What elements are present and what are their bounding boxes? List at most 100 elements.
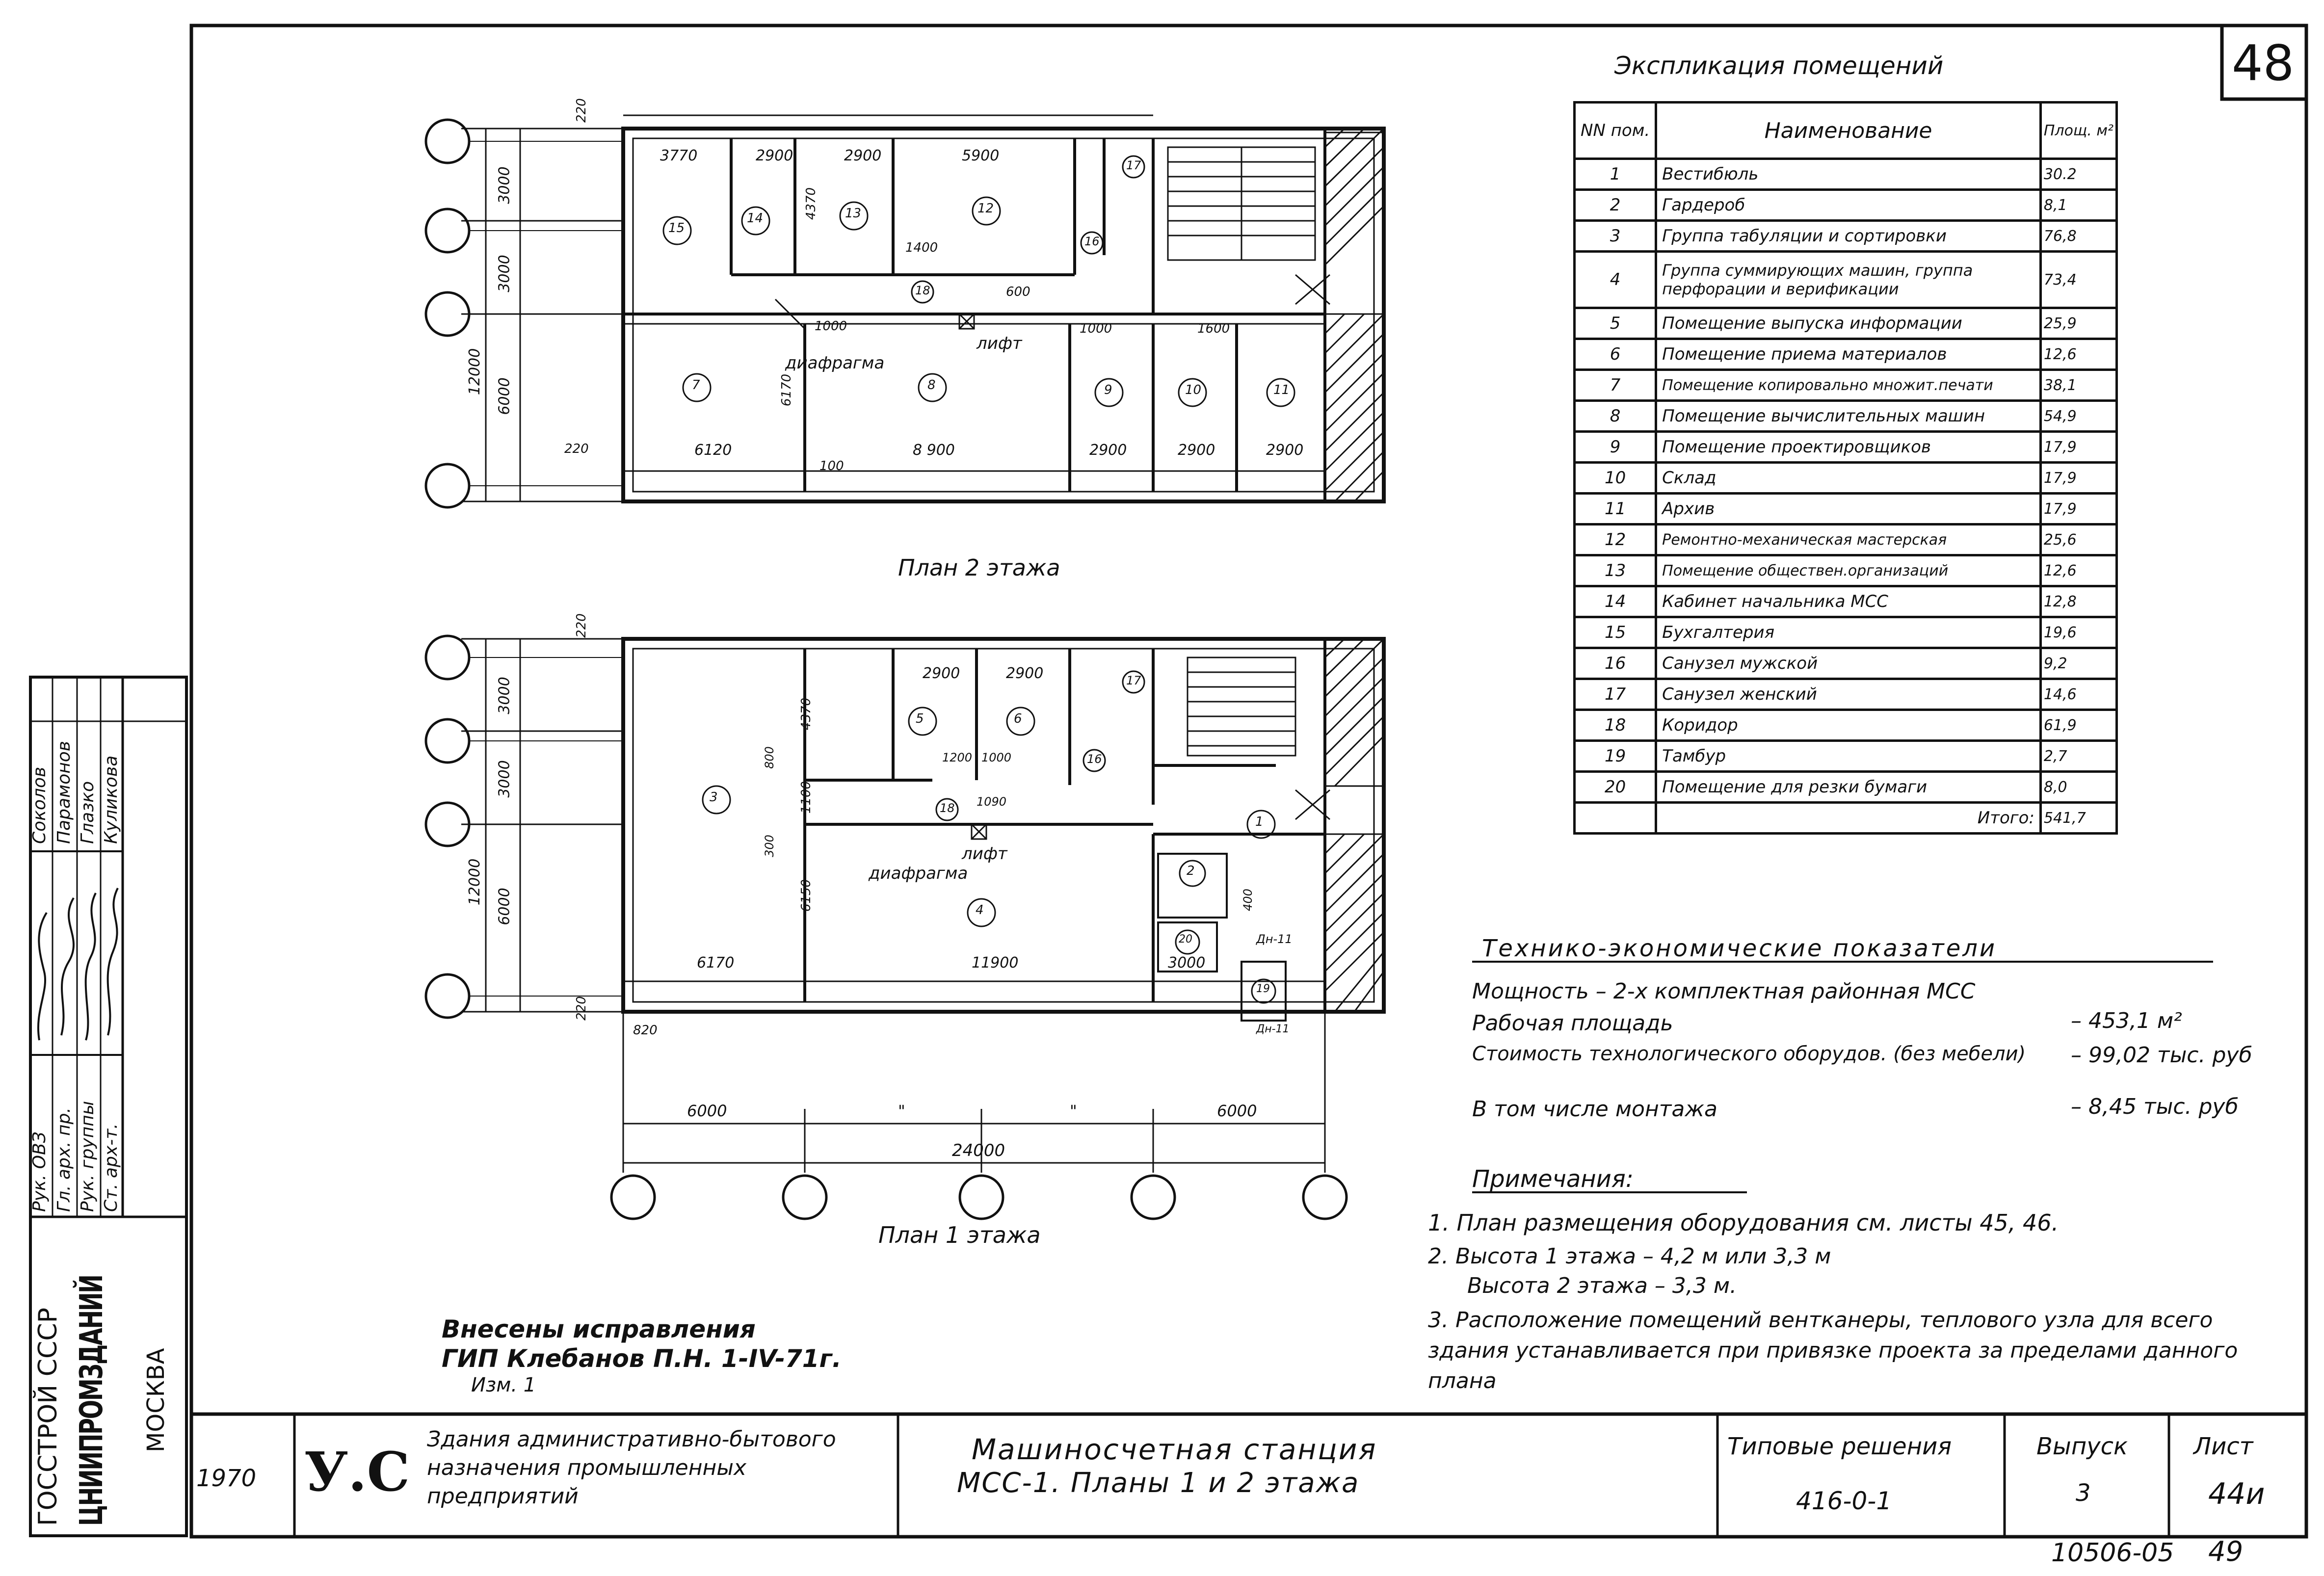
row-num: 12 [1573, 523, 1658, 556]
row-name: Тамбур [1655, 739, 2042, 773]
row-area: 8,0 [2039, 770, 2118, 804]
tech-row-label: В том числе монтажа [1472, 1097, 1717, 1122]
explication-header-row: NN пом. Наименование Площ. м² [1573, 101, 2118, 160]
plan-1-title: План 1 этажа [878, 1222, 1041, 1248]
row-num: 19 [1573, 739, 1658, 773]
row-name: Санузел мужской [1655, 647, 2042, 680]
row-num: 13 [1573, 554, 1658, 587]
row-num: 8 [1573, 399, 1658, 433]
p2-room-number: 11 [1273, 383, 1290, 397]
series-value: 416-0-1 [1796, 1487, 1892, 1515]
row-area: 73,4 [2039, 250, 2118, 309]
header-area: Площ. м² [2039, 101, 2118, 160]
p2-room-number: 12 [977, 201, 994, 216]
row-area: 17,9 [2039, 461, 2118, 495]
tech-row-label: Стоимость технологического оборудов. (бе… [1472, 1043, 2026, 1065]
p1-door-label: Дн-11 [1256, 932, 1293, 946]
p2-room-number: 7 [692, 378, 700, 393]
p2-lift-label: лифт [977, 334, 1022, 353]
row-area: 54,9 [2039, 399, 2118, 433]
total-label: Итого: [1655, 801, 2042, 835]
note-item: 3. Расположение помещений вентканеры, те… [1428, 1308, 2238, 1393]
p2-dim-bottom: 2900 [1089, 442, 1127, 459]
row-num: 17 [1573, 678, 1658, 711]
drawing-title-1: Машиносчетная станция [972, 1433, 1377, 1466]
series-label: Типовые решения [1727, 1433, 1952, 1460]
p2-dim-bottom: 8 900 [913, 442, 955, 459]
tech-indicators-title: Технико-экономические показатели [1482, 935, 1997, 962]
p2-room-number: 8 [927, 378, 936, 393]
p2-room-number: 18 [915, 284, 930, 297]
issue-value: 3 [2076, 1479, 2091, 1507]
drawing-title-2: МСС-1. Планы 1 и 2 этажа [957, 1467, 1360, 1499]
row-num: 5 [1573, 307, 1658, 340]
row-name: Помещение обществен.организаций [1655, 554, 2042, 587]
row-name: Группа табуляции и сортировки [1655, 219, 2042, 253]
plan-2-title: План 2 этажа [898, 554, 1060, 581]
row-num: 6 [1573, 338, 1658, 371]
issue-label: Выпуск [2036, 1433, 2128, 1460]
row-name: Бухгалтерия [1655, 616, 2042, 649]
row-area: 25,9 [2039, 307, 2118, 340]
p2-dim-left: 220 [564, 442, 589, 456]
p2-dim-bottom: 2900 [1266, 442, 1304, 459]
p2-room-number: 9 [1104, 383, 1112, 397]
p2-dim-top: 3770 [660, 147, 698, 164]
row-num: 1 [1573, 158, 1658, 191]
p1-room-number: 17 [1126, 674, 1141, 687]
footer-page: 49 [2208, 1536, 2244, 1568]
row-num: 14 [1573, 585, 1658, 618]
p1-dim: 1200 [942, 751, 973, 764]
corrections-line-2: ГИП Клебанов П.Н. 1-IV-71г. [442, 1344, 842, 1373]
p1-room-number: 3 [710, 790, 718, 805]
row-name: Архив [1655, 492, 2042, 525]
row-area: 19,6 [2039, 616, 2118, 649]
row-name: Кабинет начальника МСС [1655, 585, 2042, 618]
explication-title: Экспликация помещений [1614, 52, 1944, 80]
p1-room-number: 16 [1087, 752, 1102, 766]
total-area: 541,7 [2039, 801, 2118, 835]
header-name: Наименование [1655, 101, 2042, 160]
p1-room-number: 4 [976, 903, 984, 918]
p1-room-number: 2 [1187, 864, 1195, 878]
row-num: 3 [1573, 219, 1658, 253]
p1-dim-total: 24000 [952, 1141, 1005, 1160]
p1-dim-axis: 6000 [1217, 1102, 1257, 1120]
row-area: 12,8 [2039, 585, 2118, 618]
row-name: Ремонтно-механическая мастерская [1655, 523, 2042, 556]
p2-room-number: 10 [1185, 383, 1202, 397]
p1-lift-label: лифт [962, 844, 1007, 864]
p2-dim: 1000 [815, 319, 847, 334]
note-item: Высота 2 этажа – 3,3 м. [1467, 1273, 1737, 1298]
p2-dim: 600 [1006, 285, 1030, 299]
total-spacer [1573, 801, 1658, 835]
tech-row-value: – 99,02 тыс. руб [2071, 1043, 2252, 1068]
header-num: NN пом. [1573, 101, 1658, 160]
row-area: 8,1 [2039, 188, 2118, 222]
title-year: 1970 [196, 1465, 257, 1492]
p1-dim: 1090 [977, 795, 1007, 809]
row-area: 38,1 [2039, 368, 2118, 402]
row-area: 17,9 [2039, 492, 2118, 525]
p1-dim-top: 2900 [1006, 665, 1044, 682]
p1-dim-bottom: 6170 [697, 954, 735, 972]
org-line-3: МОСКВА [142, 1348, 170, 1452]
notes-title: Примечания: [1472, 1165, 1634, 1193]
p1-dim-left: 820 [633, 1023, 658, 1038]
corrections-line-1: Внесены исправления [442, 1315, 756, 1343]
row-name: Коридор [1655, 709, 2042, 742]
row-num: 7 [1573, 368, 1658, 402]
row-num: 20 [1573, 770, 1658, 804]
row-area: 12,6 [2039, 338, 2118, 371]
title-purpose: Здания административно-бытового назначен… [427, 1427, 836, 1509]
